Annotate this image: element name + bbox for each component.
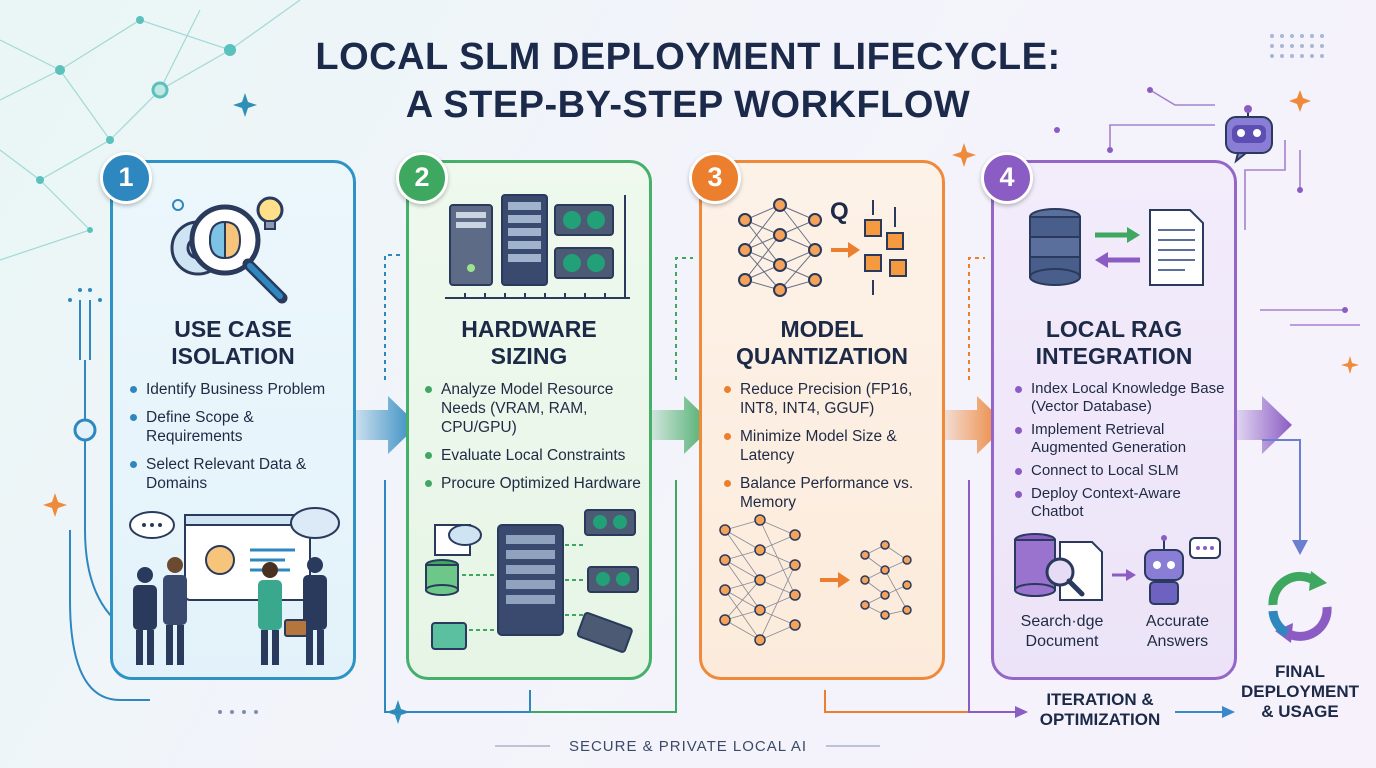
step-bullet-list: Analyze Model Resource Needs (VRAM, RAM,…	[425, 380, 653, 502]
database-icon	[1029, 208, 1081, 286]
document-icon	[1149, 209, 1204, 286]
step-number-badge: 2	[396, 152, 448, 204]
bullet-item: Deploy Context-Aware Chatbot	[1015, 485, 1237, 521]
page-title: LOCAL SLM DEPLOYMENT LIFECYCLE:	[315, 36, 1061, 78]
bullet-item: Index Local Knowledge Base (Vector Datab…	[1015, 380, 1237, 416]
rag-answer-illustration	[1014, 533, 1221, 605]
page-subtitle: A STEP-BY-STEP WORKFLOW	[405, 84, 971, 126]
label-line: Accurate	[1145, 613, 1210, 630]
step-title-line: HARDWARE	[461, 316, 597, 342]
gpu-card-icon	[554, 204, 614, 279]
label-line: Answers	[1146, 633, 1209, 650]
step-title-line: MODEL	[780, 316, 864, 342]
step-title: MODEL QUANTIZATION	[699, 316, 945, 370]
robot-icon	[1144, 535, 1184, 605]
label-line: DEPLOYMENT	[1240, 682, 1360, 701]
bullet-item: Procure Optimized Hardware	[425, 474, 653, 493]
database-icon	[1014, 533, 1056, 597]
accurate-answers-label: Accurate Answers	[1125, 612, 1230, 652]
bullet-item: Select Relevant Data & Domains	[130, 455, 352, 493]
step-title-line: USE CASE	[174, 316, 292, 342]
label-line: Search·dge	[1020, 613, 1104, 630]
step-bullet-list: Reduce Precision (FP16, INT8, INT4, GGUF…	[724, 380, 946, 521]
step-bullet-list: Identify Business Problem Define Scope &…	[130, 380, 352, 502]
step-number-badge: 1	[100, 152, 152, 204]
ruler-icon	[445, 195, 630, 299]
bullet-item: Connect to Local SLM	[1015, 462, 1237, 480]
robot-chat-icon	[1225, 105, 1273, 164]
bullet-item: Define Scope & Requirements	[130, 408, 352, 446]
bullet-item: Analyze Model Resource Needs (VRAM, RAM,…	[425, 380, 653, 437]
step-title-line: QUANTIZATION	[735, 343, 909, 369]
label-line: ITERATION &	[1046, 690, 1154, 709]
quantization-q-label: Q	[830, 198, 849, 225]
step-number-badge: 4	[981, 152, 1033, 204]
step-title-line: INTEGRATION	[1035, 343, 1193, 369]
step-title-line: ISOLATION	[171, 343, 295, 369]
label-line: Document	[1025, 633, 1099, 650]
model-compression-illustration	[719, 514, 912, 646]
step-title-line: SIZING	[490, 343, 568, 369]
step-title-line: LOCAL RAG	[1045, 316, 1183, 342]
database-document-sync-icon	[1029, 208, 1204, 286]
bullet-item: Implement Retrieval Augmented Generation	[1015, 421, 1237, 457]
label-line: & USAGE	[1261, 702, 1339, 721]
bullet-item: Minimize Model Size & Latency	[724, 427, 946, 465]
cube-icon	[864, 219, 907, 277]
footer-tagline: SECURE & PRIVATE LOCAL AI	[568, 738, 808, 755]
hardware-cluster-illustration	[425, 509, 639, 653]
final-deployment-label: FINAL DEPLOYMENT & USAGE	[1235, 662, 1365, 722]
step-number-badge: 3	[689, 152, 741, 204]
label-line: OPTIMIZATION	[1039, 710, 1161, 729]
database-icon	[425, 559, 459, 596]
magnifier-brain-icon	[170, 196, 288, 304]
neural-network-icon: Q	[738, 198, 907, 297]
bullet-item: Evaluate Local Constraints	[425, 446, 653, 465]
search-document-label: Search·dge Document	[1002, 612, 1122, 652]
step-title: HARDWARE SIZING	[406, 316, 652, 370]
step-bullet-list: Index Local Knowledge Base (Vector Datab…	[1015, 380, 1237, 526]
label-line: FINAL	[1274, 662, 1326, 681]
iteration-optimization-label: ITERATION & OPTIMIZATION	[1025, 690, 1175, 730]
step-title: LOCAL RAG INTEGRATION	[991, 316, 1237, 370]
cycle-icon	[1268, 571, 1332, 643]
server-tower-icon	[445, 194, 630, 299]
step-title: USE CASE ISOLATION	[110, 316, 356, 370]
team-meeting-illustration	[129, 507, 340, 665]
bullet-item: Reduce Precision (FP16, INT8, INT4, GGUF…	[724, 380, 946, 418]
bullet-item: Identify Business Problem	[130, 380, 352, 399]
bullet-item: Balance Performance vs. Memory	[724, 474, 946, 512]
